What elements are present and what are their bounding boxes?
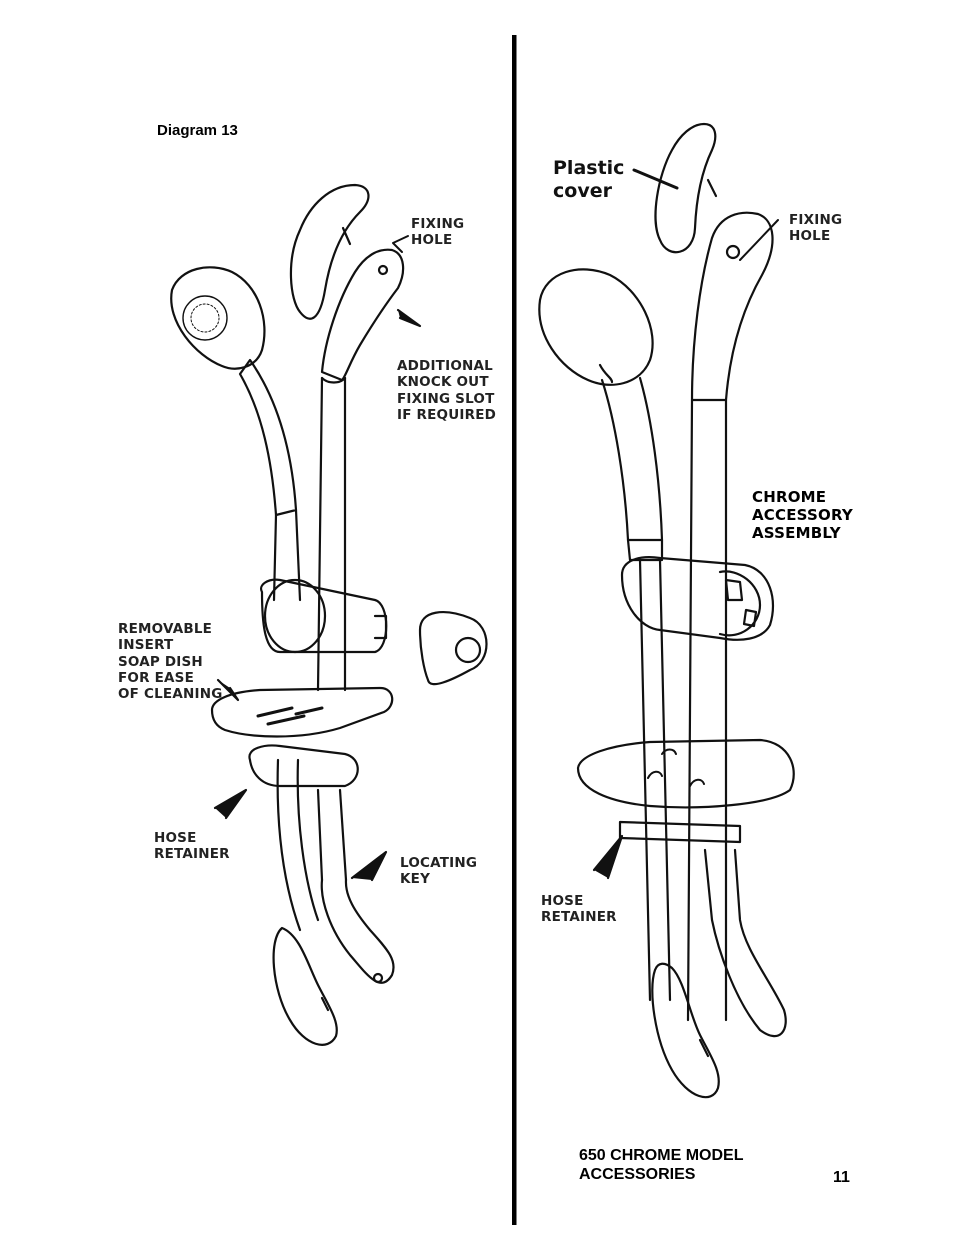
right-bracket — [690, 211, 774, 402]
page-number: 11 — [833, 1169, 850, 1186]
right-handset-handle — [600, 376, 664, 542]
right-plastic-cover — [654, 122, 717, 254]
left-soap-dish — [210, 686, 394, 738]
left-top-bracket — [320, 248, 405, 382]
left-hose-retainer — [248, 744, 359, 788]
right-handset-head — [538, 268, 654, 386]
left-handset-head — [170, 266, 266, 370]
left-slider — [260, 578, 388, 654]
right-soap-dish — [576, 738, 795, 809]
left-top-cover — [289, 183, 370, 320]
right-rail — [686, 398, 728, 1022]
left-rail — [316, 376, 347, 692]
left-handset-handle — [238, 358, 298, 517]
diagram-heading: Diagram 13 — [157, 122, 238, 139]
page-divider — [512, 35, 517, 1225]
right-bottom-cover — [651, 962, 720, 1099]
right-hose-retainer — [618, 820, 742, 844]
right-slider — [620, 556, 774, 641]
left-knob — [418, 611, 488, 686]
left-bottom-cover — [272, 926, 338, 1046]
left-hose — [276, 758, 320, 932]
